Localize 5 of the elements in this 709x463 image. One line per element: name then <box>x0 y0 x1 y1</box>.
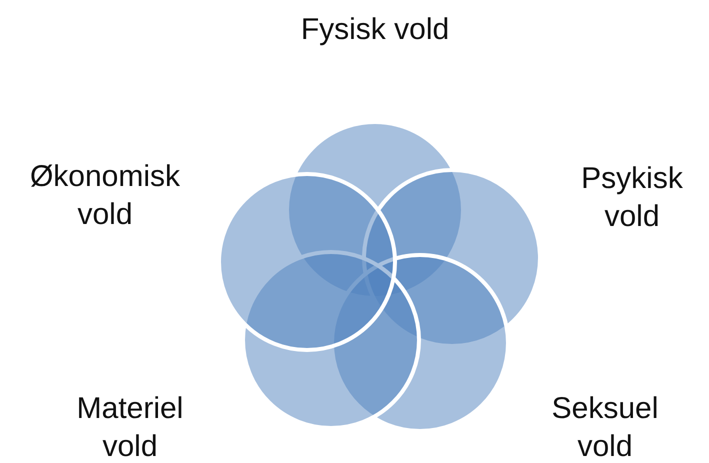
category-label: Økonomisk vold <box>28 159 182 233</box>
category-label: Psykisk vold <box>580 161 684 235</box>
category-label: Materiel vold <box>76 391 184 463</box>
category-label: Fysisk vold <box>300 12 450 48</box>
category-label: Seksuel vold <box>550 391 660 463</box>
